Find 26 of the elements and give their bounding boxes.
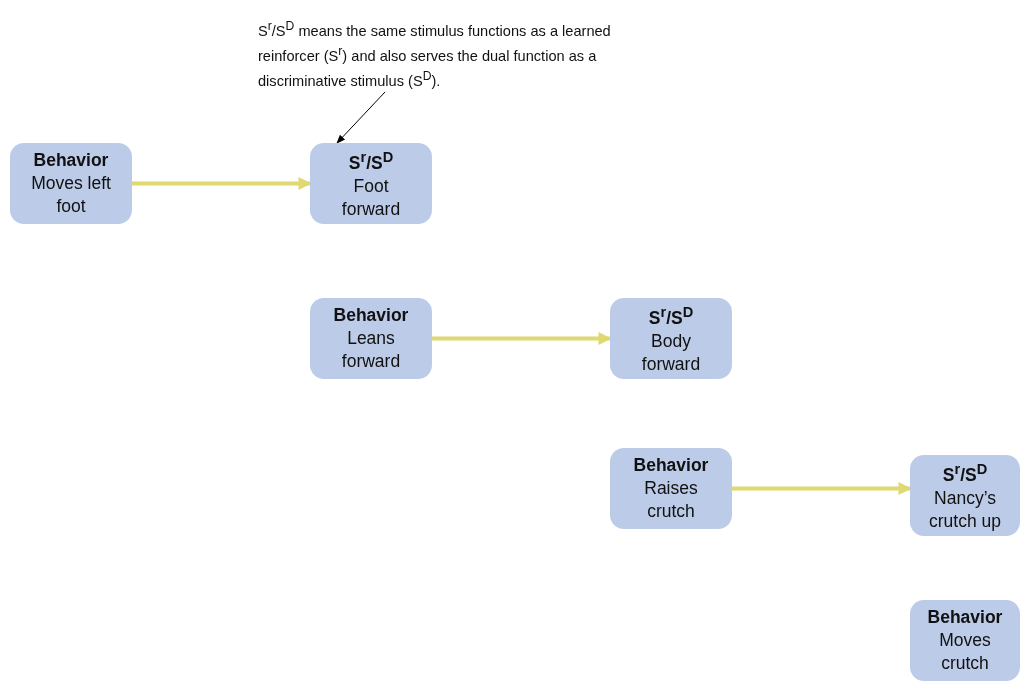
box-heading: S$^{r}$/S$^{D}$	[348, 148, 394, 175]
behavior-box	[610, 448, 732, 529]
box-heading: S$^{r}$/S$^{D}$	[648, 303, 694, 330]
box-heading: Behavior	[333, 304, 409, 327]
box-text: Nancy’s crutch up	[928, 486, 1002, 533]
box-text: Foot forward	[340, 174, 402, 221]
behavior-box	[910, 455, 1020, 536]
behavior-box	[310, 298, 432, 379]
annotation-note: S$^{r}$/S$^{D}$ means the same stimulus functions as a learned reinforcer (S$^{r}$) and also serves the dual function as a discriminative stimulus (S$^{D}$).	[258, 16, 658, 92]
box-text: Raises crutch	[643, 477, 699, 523]
behavior-box	[610, 298, 732, 379]
behavior-box	[310, 143, 432, 224]
box-text: Leans forward	[340, 327, 402, 373]
behavior-box	[10, 143, 132, 224]
arrow	[432, 332, 612, 345]
box-heading: S$^{r}$/S$^{D}$	[942, 460, 988, 487]
arrow	[132, 177, 312, 190]
leader-line	[336, 91, 386, 144]
box-text: Moves crutch	[938, 629, 992, 675]
behavior-box	[910, 600, 1020, 681]
box-heading: Behavior	[633, 454, 709, 477]
arrow	[732, 482, 912, 495]
box-text: Moves left foot	[30, 172, 112, 218]
box-heading: Behavior	[927, 606, 1003, 629]
box-heading: Behavior	[33, 149, 109, 172]
box-text: Body forward	[640, 329, 702, 376]
